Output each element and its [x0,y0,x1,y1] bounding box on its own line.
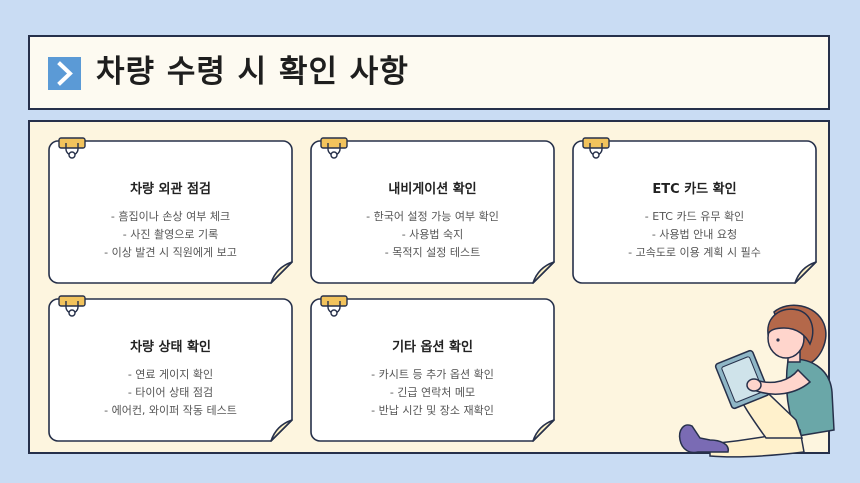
card-item: - 카시트 등 추가 옵션 확인 [371,368,494,381]
card-item: - 타이어 상태 점검 [127,386,214,399]
card-title: 차량 상태 확인 [130,340,211,355]
card-item: - ETC 카드 유무 확인 [644,210,745,223]
card-item: - 사용법 숙지 [401,228,464,241]
card-item: - 사진 촬영으로 기록 [122,228,219,241]
card-item: - 이상 발견 시 직원에게 보고 [104,246,237,259]
card-item: - 흠집이나 손상 여부 체크 [110,210,231,223]
binder-clip-icon [320,137,348,159]
card-item: - 긴급 연락처 메모 [389,386,476,399]
card-navigation-check: 내비게이션 확인 - 한국어 설정 가능 여부 확인 - 사용법 숙지 - 목적… [310,137,555,284]
card-title: 차량 외관 점검 [130,182,211,197]
card-items: - ETC 카드 유무 확인 - 사용법 안내 요청 - 고속도로 이용 계획 … [572,208,817,262]
page-title: 차량 수령 시 확인 사항 [96,54,409,90]
card-title: ETC 카드 확인 [652,182,737,197]
card-item: - 연료 게이지 확인 [127,368,214,381]
title-bar: 차량 수령 시 확인 사항 [28,35,830,110]
binder-clip-icon [320,295,348,317]
card-item: - 고속도로 이용 계획 시 필수 [628,246,761,259]
binder-clip-icon [58,137,86,159]
reading-person-illustration [678,304,835,458]
chevron-right-icon [48,57,81,90]
card-item: - 한국어 설정 가능 여부 확인 [366,210,499,223]
card-etc-check: ETC 카드 확인 - ETC 카드 유무 확인 - 사용법 안내 요청 - 고… [572,137,817,284]
content-panel: 차량 외관 점검 - 흠집이나 손상 여부 체크 - 사진 촬영으로 기록 - … [28,120,830,454]
card-title: 기타 옵션 확인 [392,340,473,355]
card-items: - 흠집이나 손상 여부 체크 - 사진 촬영으로 기록 - 이상 발견 시 직… [48,208,293,262]
card-items: - 연료 게이지 확인 - 타이어 상태 점검 - 에어컨, 와이퍼 작동 테스… [48,366,293,420]
binder-clip-icon [58,295,86,317]
card-title: 내비게이션 확인 [388,182,477,197]
card-items: - 카시트 등 추가 옵션 확인 - 긴급 연락처 메모 - 반납 시간 및 장… [310,366,555,420]
card-item: - 반납 시간 및 장소 재확인 [371,404,494,417]
card-items: - 한국어 설정 가능 여부 확인 - 사용법 숙지 - 목적지 설정 테스트 [310,208,555,262]
card-other-options: 기타 옵션 확인 - 카시트 등 추가 옵션 확인 - 긴급 연락처 메모 - … [310,295,555,442]
card-item: - 목적지 설정 테스트 [384,246,481,259]
card-item: - 사용법 안내 요청 [651,228,738,241]
card-item: - 에어컨, 와이퍼 작동 테스트 [104,404,237,417]
card-vehicle-condition: 차량 상태 확인 - 연료 게이지 확인 - 타이어 상태 점검 - 에어컨, … [48,295,293,442]
card-exterior-check: 차량 외관 점검 - 흠집이나 손상 여부 체크 - 사진 촬영으로 기록 - … [48,137,293,284]
binder-clip-icon [582,137,610,159]
